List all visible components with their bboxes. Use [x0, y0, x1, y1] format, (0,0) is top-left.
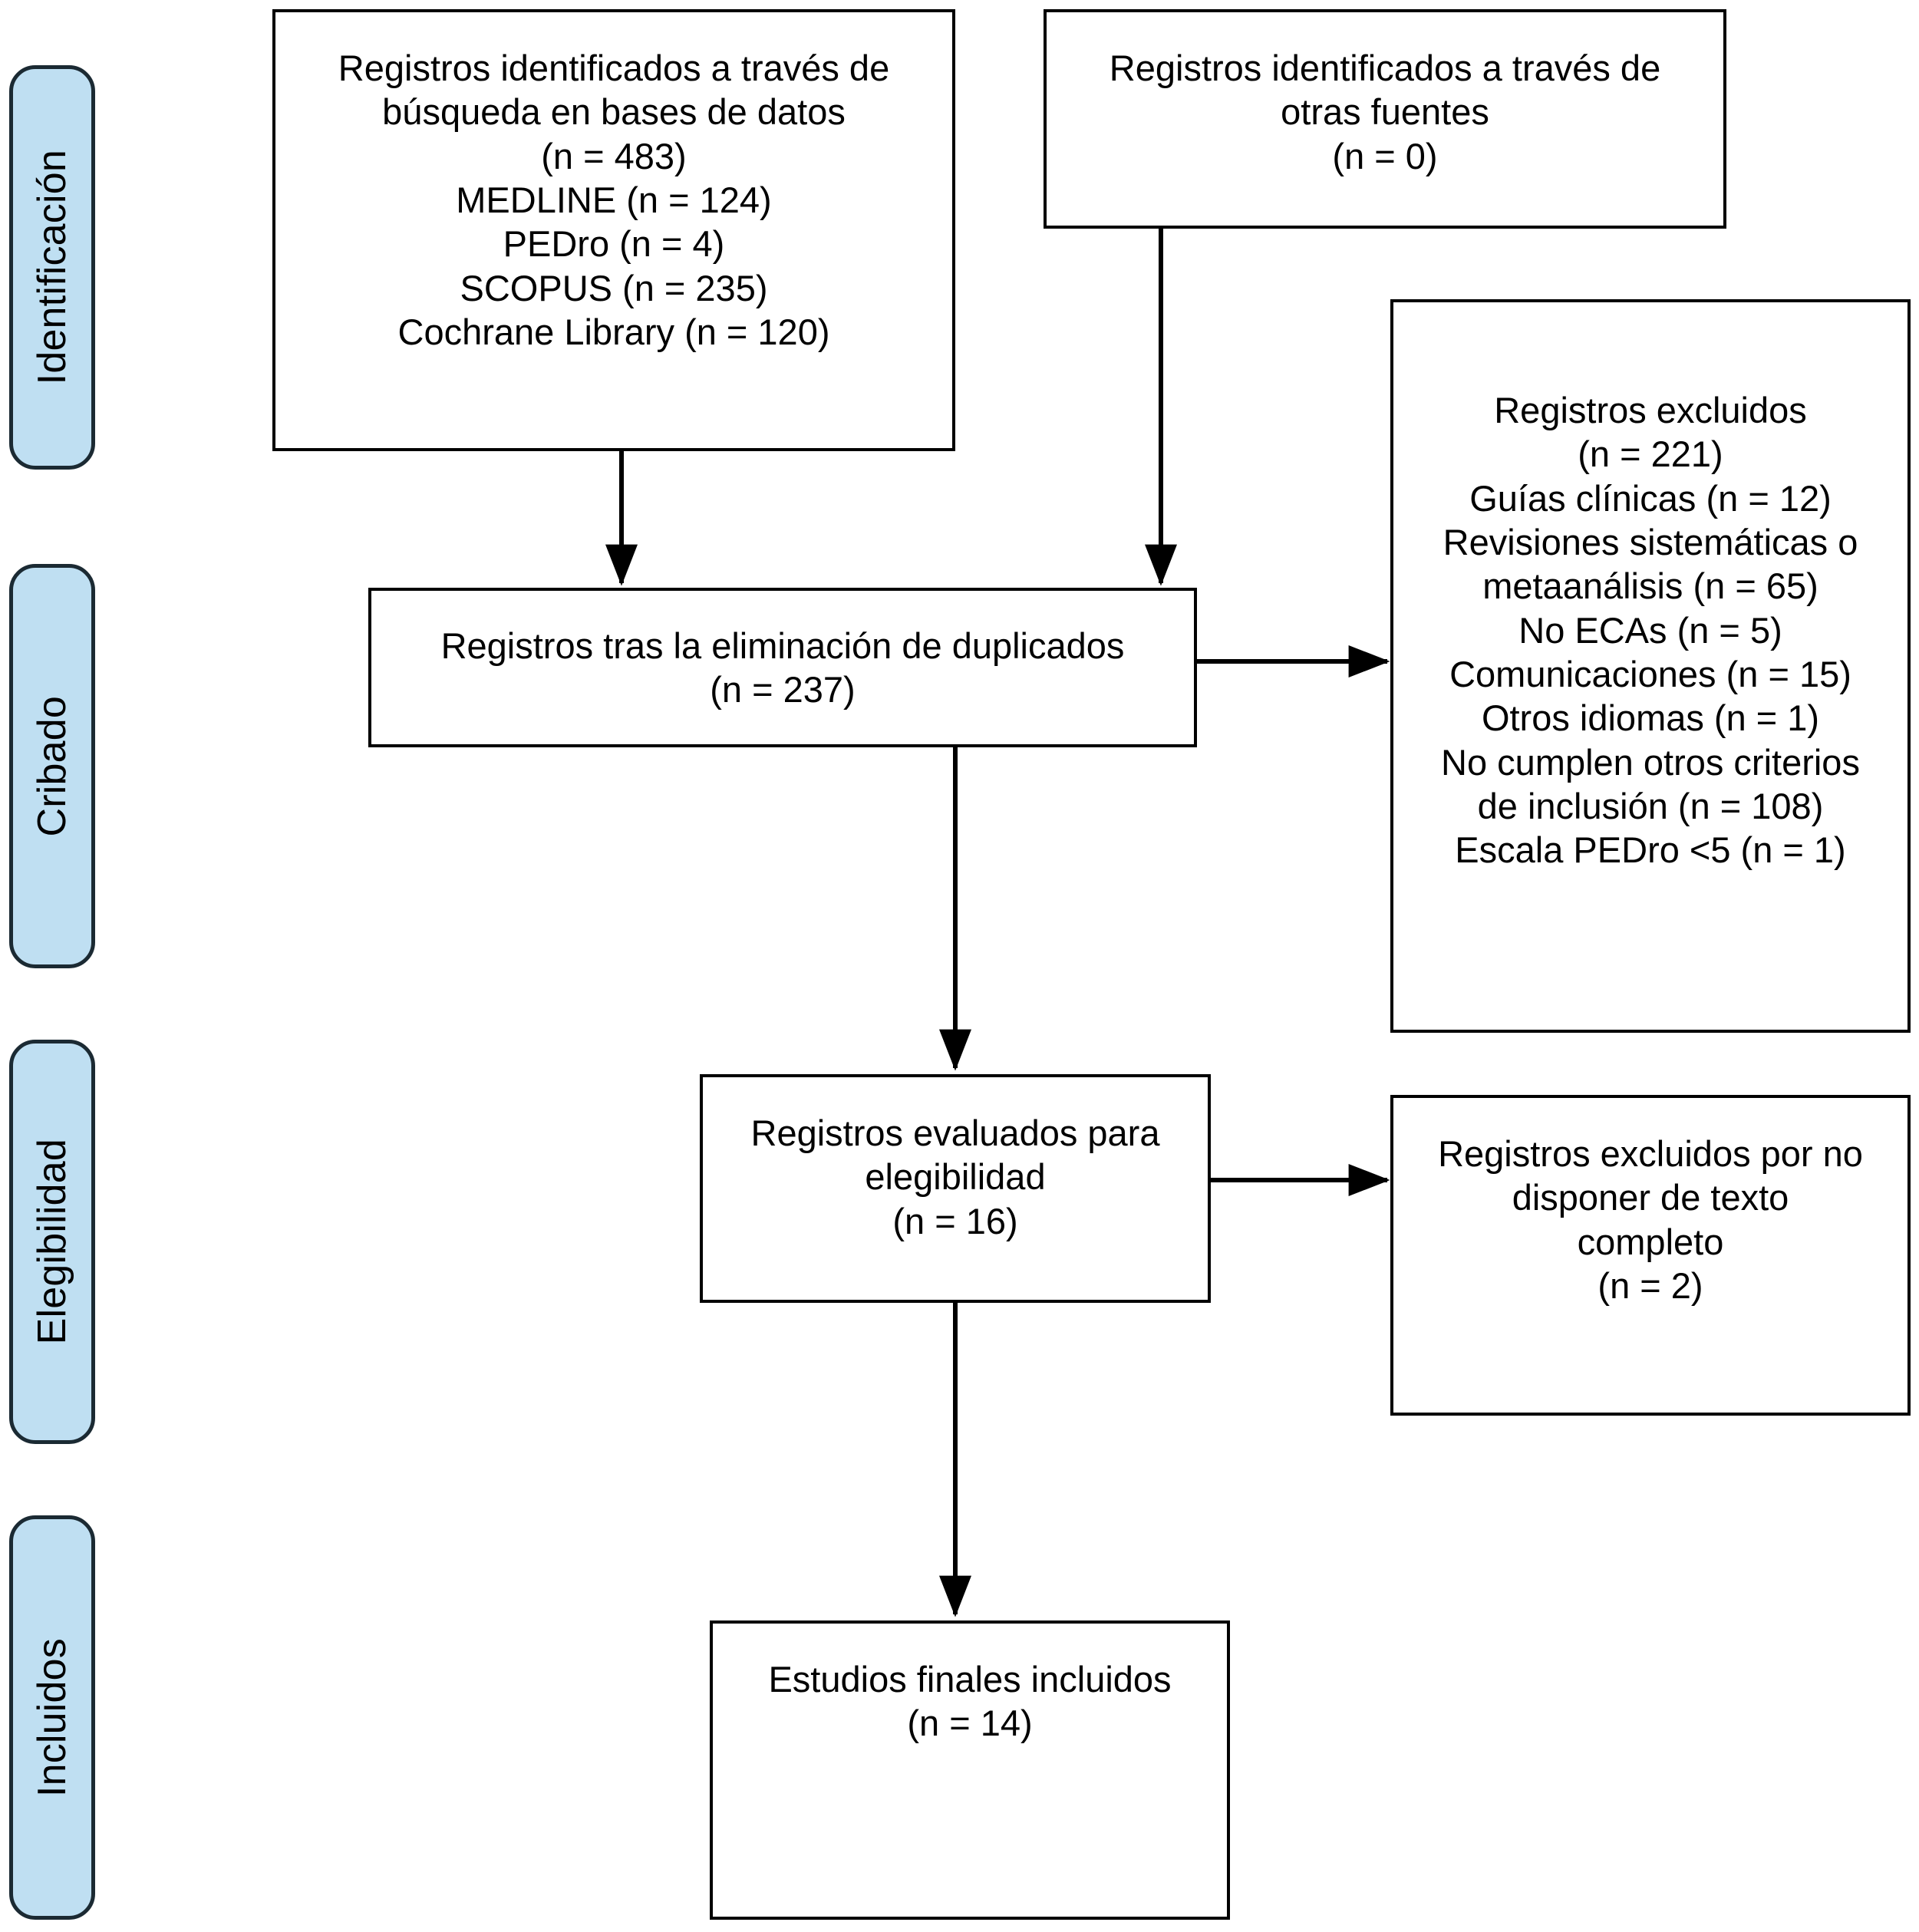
databases-line-1: Registros identificados a través de [338, 48, 890, 88]
excluded-screening-line-4: Revisiones sistemáticas o [1443, 521, 1858, 562]
databases-line-4: MEDLINE (n = 124) [456, 179, 772, 220]
excluded-screening-line-11: Escala PEDro <5 (n = 1) [1455, 829, 1846, 871]
databases-line-2: búsqueda en bases de datos [382, 91, 846, 133]
deduplicated-line-2: (n = 237) [710, 669, 856, 710]
phase-pill-cribado: Cribado [9, 564, 95, 968]
excluded-fulltext-line-3: completo [1577, 1221, 1724, 1262]
eligibility-line-3: (n = 16) [892, 1200, 1018, 1241]
other-sources-line-2: otras fuentes [1281, 91, 1489, 133]
box-records-identified-other-sources: Registros identificados a través de otra… [1044, 9, 1726, 229]
excluded-screening-line-9: No cumplen otros criterios [1441, 741, 1860, 783]
excluded-fulltext-line-1: Registros excluidos por no [1438, 1133, 1863, 1174]
excluded-screening-line-3: Guías clínicas (n = 12) [1469, 477, 1832, 519]
box-records-excluded-screening: Registros excluidos (n = 221) Guías clín… [1390, 299, 1911, 1033]
excluded-screening-line-6: No ECAs (n = 5) [1518, 609, 1782, 651]
eligibility-line-2: elegibilidad [865, 1156, 1046, 1198]
phase-pill-elegibilidad: Elegibilidad [9, 1040, 95, 1444]
eligibility-line-1: Registros evaluados para [750, 1113, 1160, 1153]
box-records-excluded-no-full-text: Registros excluidos por no disponer de t… [1390, 1095, 1911, 1416]
excluded-fulltext-line-2: disponer de texto [1512, 1177, 1789, 1218]
box-records-after-duplicates-removed: Registros tras la eliminación de duplica… [368, 588, 1197, 747]
other-sources-line-3: (n = 0) [1332, 135, 1438, 176]
databases-line-7: Cochrane Library (n = 120) [397, 311, 830, 352]
databases-line-5: PEDro (n = 4) [503, 223, 725, 265]
included-line-2: (n = 14) [907, 1703, 1033, 1744]
phase-pill-incluidos: Incluidos [9, 1515, 95, 1920]
excluded-fulltext-line-4: (n = 2) [1598, 1264, 1703, 1306]
deduplicated-line-1: Registros tras la eliminación de duplica… [440, 625, 1125, 666]
excluded-screening-line-7: Comunicaciones (n = 15) [1449, 653, 1851, 694]
phase-label-elegibilidad: Elegibilidad [30, 1139, 74, 1345]
excluded-screening-line-8: Otros idiomas (n = 1) [1481, 697, 1820, 739]
other-sources-line-1: Registros identificados a través de [1109, 48, 1661, 88]
phase-label-incluidos: Incluidos [30, 1637, 74, 1798]
phase-label-cribado: Cribado [30, 695, 74, 837]
box-records-assessed-for-eligibility: Registros evaluados para elegibilidad (n… [700, 1074, 1211, 1303]
phase-pill-identificacion: Identificación [9, 65, 95, 470]
excluded-screening-line-5: metaanálisis (n = 65) [1482, 565, 1818, 607]
box-final-studies-included: Estudios finales incluidos (n = 14) [710, 1620, 1230, 1920]
excluded-screening-line-10: de inclusión (n = 108) [1477, 785, 1824, 826]
excluded-screening-line-2: (n = 221) [1578, 434, 1723, 475]
excluded-screening-line-1: Registros excluidos [1494, 390, 1807, 430]
phase-label-identificacion: Identificación [30, 150, 74, 385]
databases-line-6: SCOPUS (n = 235) [460, 267, 768, 308]
databases-line-3: (n = 483) [541, 135, 687, 176]
box-records-identified-databases: Registros identificados a través de búsq… [272, 9, 955, 451]
included-line-1: Estudios finales incluidos [768, 1659, 1172, 1700]
